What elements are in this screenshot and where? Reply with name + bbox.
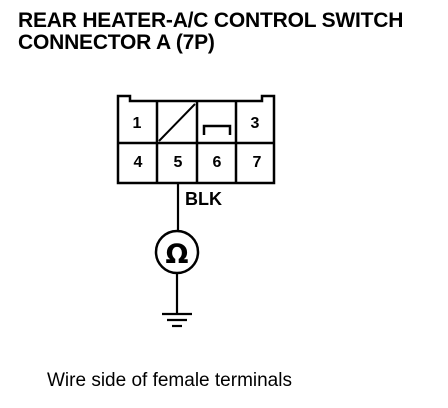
connector-outline	[116, 94, 276, 185]
pin-label-4: 4	[134, 154, 143, 171]
title-line-1: REAR HEATER-A/C CONTROL SWITCH	[18, 9, 404, 32]
pin-label-5: 5	[174, 154, 183, 171]
ohm-symbol: Ω	[166, 239, 189, 270]
empty-terminal-slash	[158, 103, 196, 142]
diagram-title: REAR HEATER-A/C CONTROL SWITCH CONNECTOR…	[18, 10, 403, 54]
ground-icon	[162, 312, 192, 328]
pin-label-6: 6	[213, 154, 222, 171]
wire-color-label: BLK	[185, 189, 222, 209]
title-line-2: CONNECTOR A (7P)	[18, 31, 215, 54]
view-caption: Wire side of female terminals	[47, 370, 292, 391]
pin-label-3: 3	[251, 115, 260, 132]
pin-label-1: 1	[133, 115, 142, 132]
locking-tab	[202, 124, 232, 135]
pin-label-7: 7	[253, 154, 262, 171]
